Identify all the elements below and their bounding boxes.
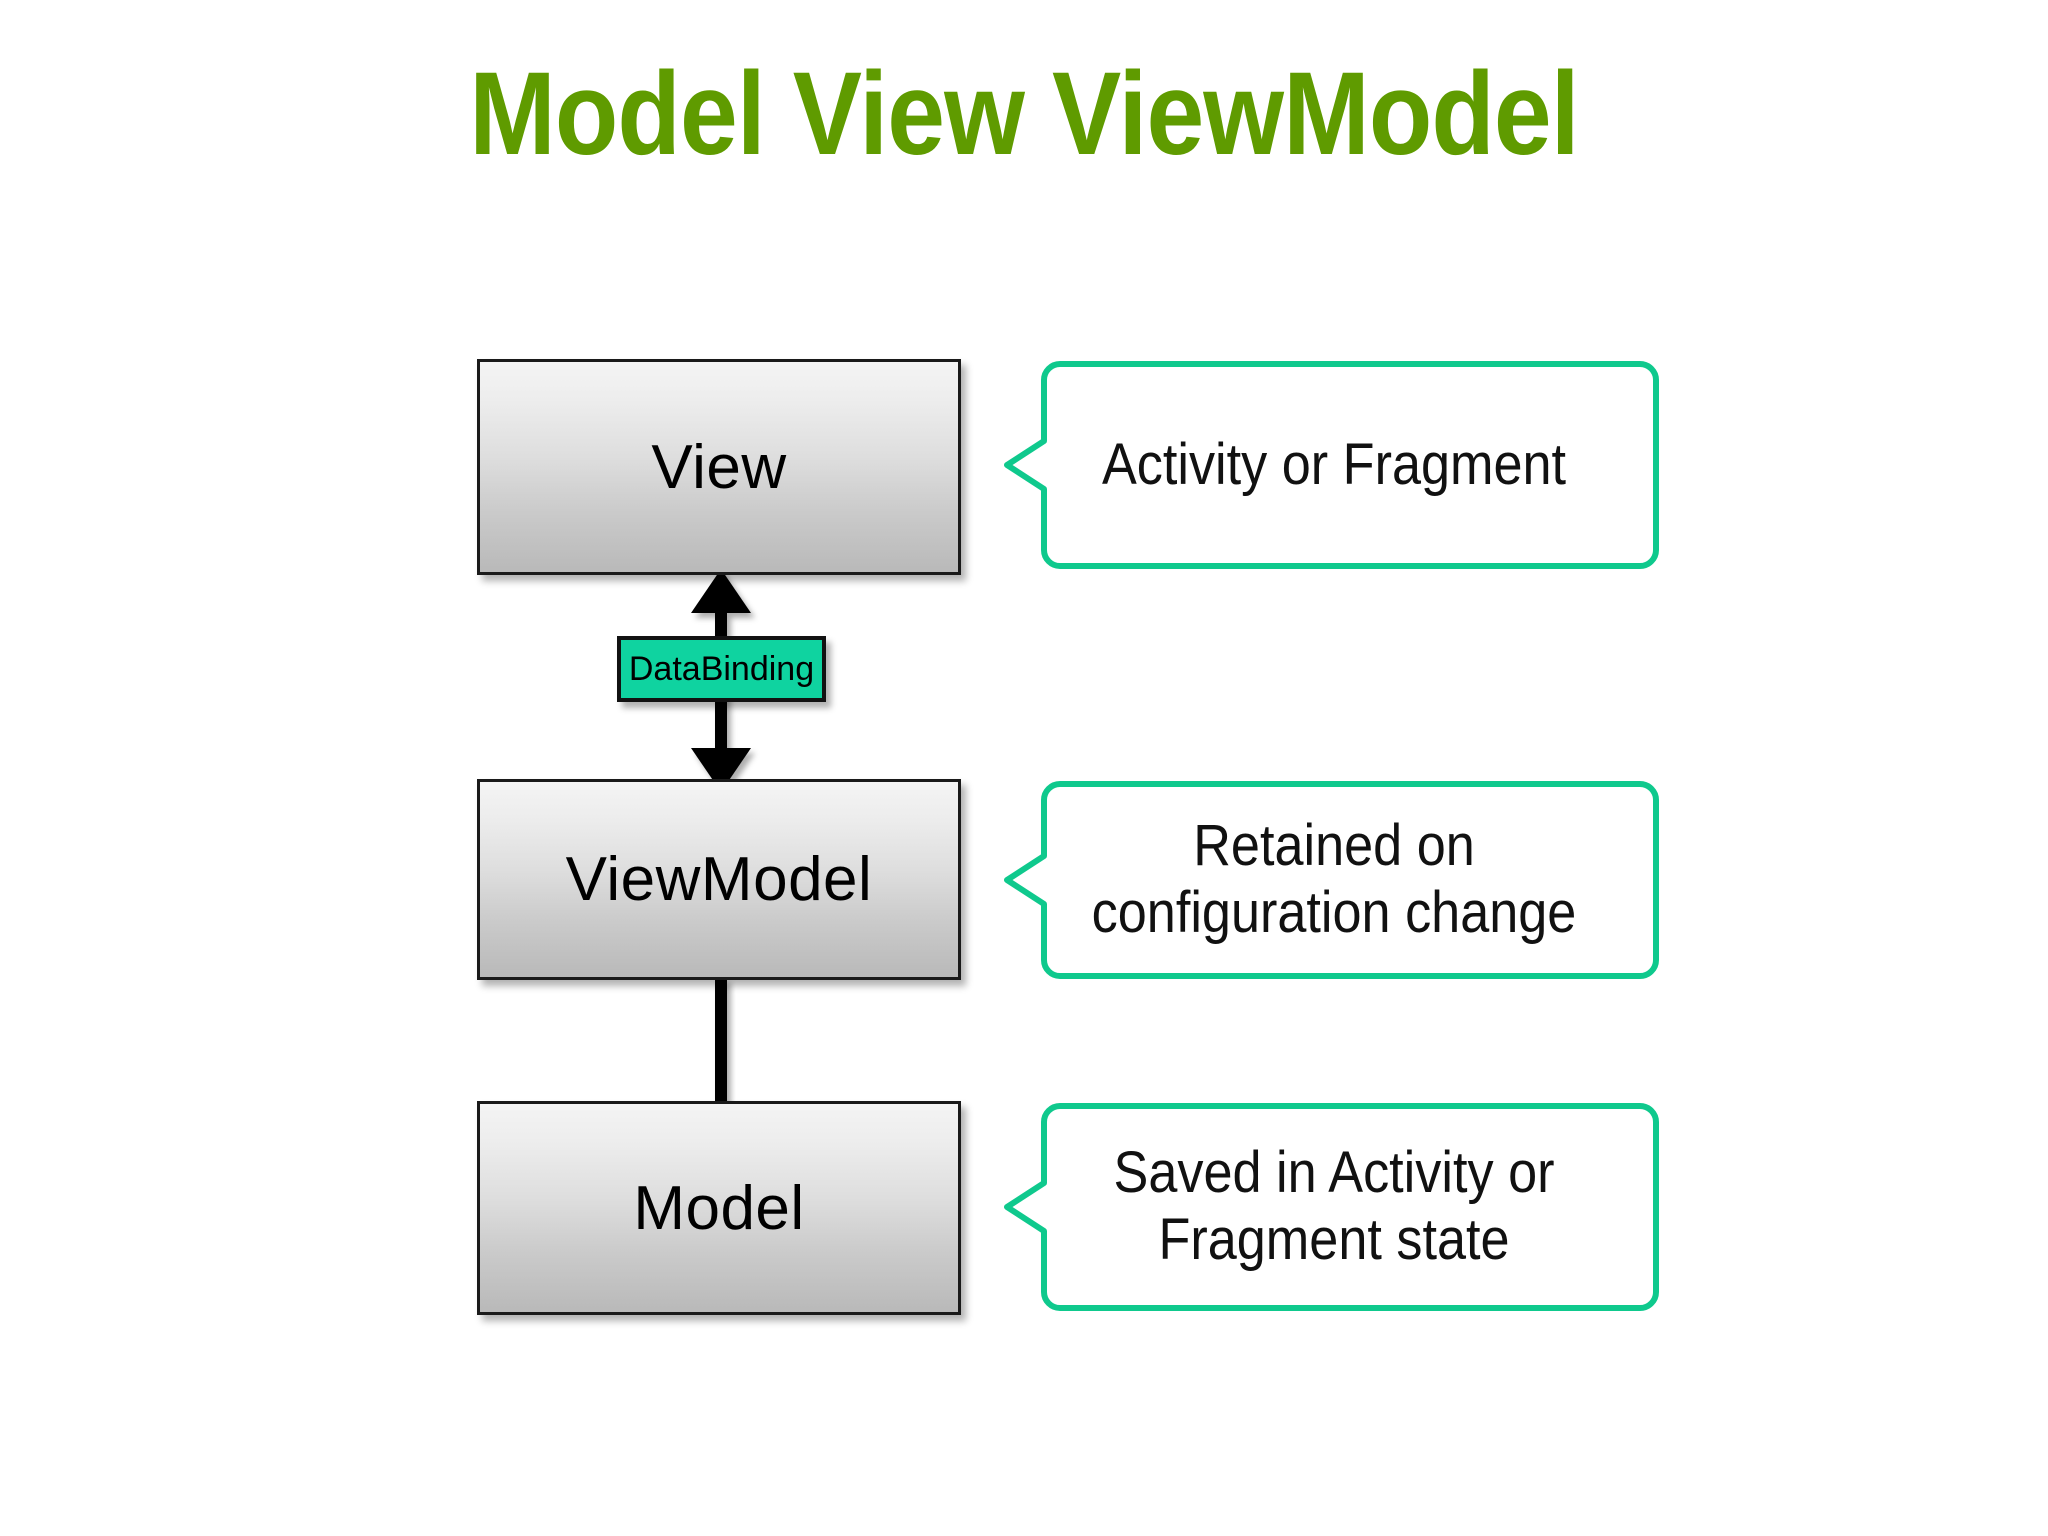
- callout-viewmodel-line-1: Retained on: [1193, 813, 1475, 879]
- callout-viewmodel-shape: [1004, 781, 1659, 979]
- component-box-model[interactable]: Model: [477, 1101, 961, 1315]
- databinding-chip[interactable]: DataBinding: [617, 636, 826, 702]
- databinding-chip-label: DataBinding: [628, 650, 815, 688]
- callout-viewmodel-text: Retained on configuration change: [1091, 778, 1577, 982]
- component-box-viewmodel[interactable]: ViewModel: [477, 779, 961, 980]
- callout-view-line-1: Activity or Fragment: [1101, 431, 1567, 497]
- callout-model-line-1: Saved in Activity or: [1113, 1140, 1555, 1206]
- callout-model-shape: [1004, 1103, 1659, 1311]
- component-box-view-label: View: [651, 432, 787, 502]
- callout-viewmodel[interactable]: Retained on configuration change: [1002, 778, 1662, 982]
- component-box-viewmodel-label: ViewModel: [565, 845, 873, 914]
- callout-model-line-2: Fragment state: [1158, 1207, 1510, 1272]
- callout-viewmodel-line-2: configuration change: [1091, 880, 1577, 945]
- callout-view-text: Activity or Fragment: [1091, 358, 1577, 572]
- connector-viewmodel-model-line: [715, 978, 727, 1104]
- callout-view[interactable]: Activity or Fragment: [1002, 358, 1662, 572]
- page-title: Model View ViewModel: [469, 48, 1579, 180]
- callout-model[interactable]: Saved in Activity or Fragment state: [1002, 1100, 1662, 1314]
- callout-model-text: Saved in Activity or Fragment state: [1091, 1100, 1577, 1314]
- component-box-view[interactable]: View: [477, 359, 961, 575]
- callout-view-shape: [1004, 361, 1659, 569]
- component-box-model-label: Model: [633, 1173, 805, 1243]
